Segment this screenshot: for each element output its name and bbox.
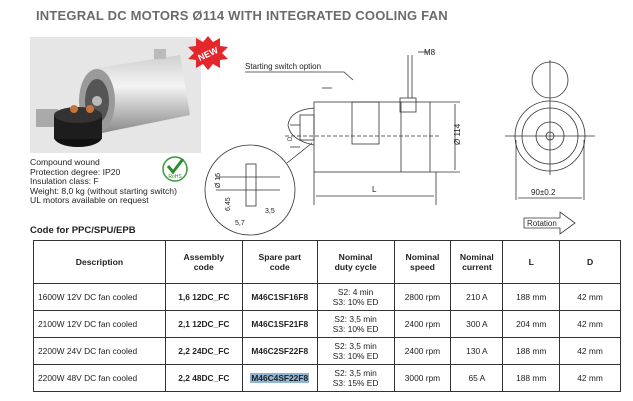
cell-assembly-code: 1,6 12DC_FC	[164, 283, 243, 311]
cell-l: 188 mm	[502, 337, 561, 365]
dia114-label: Ø 114	[453, 123, 462, 145]
width-label: 90±0.2	[531, 188, 556, 197]
spec-ul: UL motors available on request	[30, 195, 149, 206]
cell-spare-part-code: M46C2SF22F8	[241, 337, 318, 365]
new-badge: NEW	[188, 36, 228, 70]
code-for-heading: Code for PPC/SPU/EPB	[30, 225, 136, 236]
spec-weight: Weight: 8,0 kg (without starting switch)	[30, 185, 177, 196]
d645-label: 6,45	[225, 197, 232, 211]
cell-description: 1600W 12V DC fan cooled	[33, 283, 166, 311]
cell-current: 65 A	[450, 364, 504, 392]
spec-protection: Protection degree: IP20	[30, 166, 121, 177]
cell-speed: 3000 rpm	[393, 364, 452, 392]
table-row: 1600W 12V DC fan cooled 1,6 12DC_FC M46C…	[33, 283, 621, 311]
rohs-text: RoHS	[168, 174, 182, 180]
d-label: D	[288, 136, 294, 141]
cell-current: 300 A	[450, 310, 504, 338]
cell-description: 2100W 12V DC fan cooled	[33, 310, 166, 338]
d57-label: 5,7	[235, 220, 245, 227]
rohs-logo: RoHS	[162, 156, 188, 182]
selected-spare-part-code[interactable]: M46C4SF22F8	[250, 373, 310, 383]
cell-d: 42 mm	[559, 283, 621, 311]
cell-assembly-code: 2,1 12DC_FC	[164, 310, 243, 338]
d35-label: 3,5	[265, 208, 275, 215]
cell-spare-part-code[interactable]: M46C4SF22F8	[241, 364, 318, 392]
cell-description: 2200W 24V DC fan cooled	[33, 337, 166, 365]
cell-l: 204 mm	[502, 310, 561, 338]
table-row: 2100W 12V DC fan cooled 2,1 12DC_FC M46C…	[33, 310, 621, 338]
cell-spare-part-code: M46C1SF16F8	[241, 283, 318, 311]
starting-switch-label: Starting switch option	[245, 62, 321, 71]
page-title: INTEGRAL DC MOTORS Ø114 WITH INTEGRATED …	[36, 8, 448, 23]
header-description: Description	[33, 240, 166, 284]
rotation-label: Rotation	[527, 219, 557, 228]
cell-assembly-code: 2,2 48DC_FC	[164, 364, 243, 392]
cell-d: 42 mm	[559, 310, 621, 338]
cell-current: 210 A	[450, 283, 504, 311]
motor-photo	[30, 37, 201, 153]
cell-assembly-code: 2,2 24DC_FC	[164, 337, 243, 365]
cell-d: 42 mm	[559, 337, 621, 365]
motor-image	[36, 49, 190, 147]
spec-insulation: Insulation class: F	[30, 176, 99, 187]
spec-winding: Compound wound	[30, 157, 100, 167]
cell-l: 188 mm	[502, 364, 561, 392]
cell-l: 188 mm	[502, 283, 561, 311]
m8-label: M8	[424, 48, 436, 57]
header-d: D	[559, 240, 621, 284]
cell-speed: 2400 rpm	[393, 337, 452, 365]
header-l: L	[502, 240, 561, 284]
cell-d: 42 mm	[559, 364, 621, 392]
dia15-label: Ø 15	[215, 173, 222, 188]
cell-description: 2200W 48V DC fan cooled	[33, 364, 166, 392]
l-label: L	[372, 185, 377, 194]
spec-list: Compound wound Protection degree: IP20 I…	[30, 157, 177, 206]
table-row: 2200W 24V DC fan cooled 2,2 24DC_FC M46C…	[33, 337, 621, 365]
cell-current: 130 A	[450, 337, 504, 365]
cell-speed: 2400 rpm	[393, 310, 452, 338]
cell-spare-part-code: M46C1SF21F8	[241, 310, 318, 338]
cell-speed: 2800 rpm	[393, 283, 452, 311]
table-row: 2200W 48V DC fan cooled 2,2 48DC_FC M46C…	[33, 364, 621, 392]
